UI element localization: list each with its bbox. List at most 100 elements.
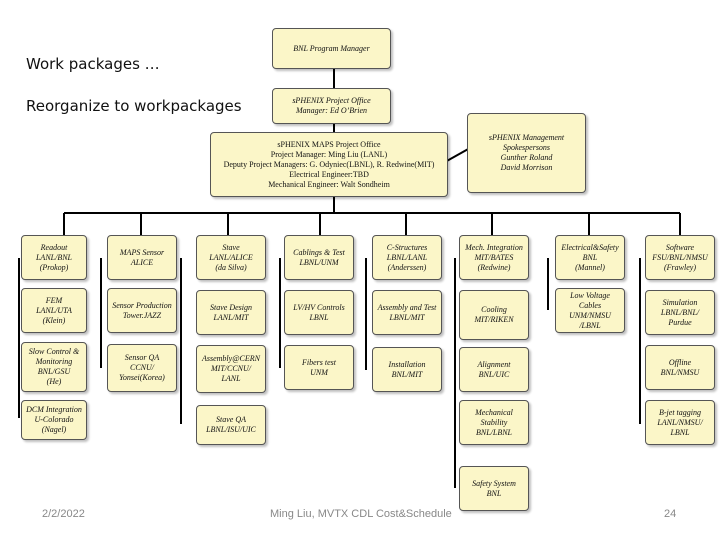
box-line: Cooling (481, 305, 507, 314)
box-line: sPHENIX Management (488, 133, 565, 142)
box-line: Simulation (662, 297, 698, 307)
box-line: sPHENIX Project Office (292, 96, 371, 105)
box-stave: Stave LANL/ALICE (da Silva) (196, 235, 266, 280)
box-line: LBNL (309, 312, 329, 322)
box-line: LBNL/BNL/ (660, 307, 700, 317)
box-line: MIT/BATES (474, 252, 514, 262)
box-line: Sensor QA (124, 353, 160, 362)
box-assembly-test: Assembly and Test LBNL/MIT (372, 290, 442, 335)
box-fibers-test: Fibers test UNM (284, 345, 354, 390)
box-line: Tower.JAZZ (122, 310, 162, 320)
box-line: Spokespersons (502, 143, 551, 152)
box-safety-system: Safety System BNL (459, 466, 529, 511)
box-line: Assembly and Test (377, 302, 437, 312)
box-line: (Nagel) (41, 425, 67, 434)
box-line: (He) (46, 377, 62, 386)
box-line: ALICE (130, 257, 154, 267)
box-line: BNL (582, 252, 598, 262)
box-line: Mechanical (475, 407, 513, 417)
box-readout: Readout LANL/BNL (Prokop) (21, 235, 87, 280)
box-bjet-tagging: B-jet tagging LANL/NMSU/ LBNL (645, 400, 715, 445)
box-line: BNL (486, 488, 502, 498)
box-maps-sensor: MAPS Sensor ALICE (107, 235, 177, 280)
box-assembly-cern: Assembly@CERN MIT/CCNU/ LANL (196, 345, 266, 393)
box-line: B-jet tagging (659, 407, 701, 417)
box-dcm-integration: DCM Integration U-Colorado (Nagel) (21, 400, 87, 440)
box-line: (Mannel) (575, 262, 605, 272)
box-line: C-Structures (386, 242, 428, 252)
box-line: FSU/BNL/NMSU (652, 252, 708, 262)
note-work-packages: Work packages … (26, 55, 160, 73)
box-line: Purdue (668, 317, 692, 327)
box-line: LBNL (670, 427, 690, 437)
box-lv-hv-controls: LV/HV Controls LBNL (284, 290, 354, 335)
box-mechanical-stability: Mechanical Stability BNL/LBNL (459, 400, 529, 445)
box-line: Slow Control & (28, 347, 80, 356)
box-line: BNL/GSU (37, 367, 71, 376)
box-line: LANL/NMSU/ (657, 417, 703, 427)
footer-title: Ming Liu, MVTX CDL Cost&Schedule (270, 508, 452, 520)
box-line: LBNL/MIT (389, 312, 425, 322)
box-line: sPHENIX MAPS Project Office (277, 139, 381, 149)
box-line: LANL (221, 374, 241, 383)
box-line: Electrical Engineer:TBD (289, 169, 369, 179)
box-sphenix-management: sPHENIX Management Spokespersons Gunther… (467, 113, 586, 193)
box-line: BNL/MIT (391, 369, 423, 379)
box-alignment: Alignment BNL/UIC (459, 347, 529, 392)
box-c-structures: C-Structures LBNL/LANL (Anderssen) (372, 235, 442, 280)
box-line: BNL/LBNL (475, 427, 512, 437)
box-stave-qa: Stave QA LBNL/ISU/UIC (196, 405, 266, 445)
box-line: (Redwine) (477, 262, 511, 272)
box-line: MAPS Sensor (119, 247, 165, 257)
box-line: Stave (222, 242, 240, 252)
box-line: BNL/UIC (478, 369, 510, 379)
box-line: Alignment (477, 359, 511, 369)
box-line: (Klein) (42, 315, 66, 325)
box-line: /LBNL (579, 320, 601, 330)
box-slow-control: Slow Control & Monitoring BNL/GSU (He) (21, 342, 87, 392)
box-simulation: Simulation LBNL/BNL/ Purdue (645, 290, 715, 335)
box-line: LANL/BNL (35, 252, 72, 262)
box-line: Electrical&Safety (561, 242, 619, 252)
box-line: Gunther Roland (500, 153, 553, 162)
box-fem: FEM LANL/UTA (Klein) (21, 288, 87, 333)
box-software: Software FSU/BNL/NMSU (Frawley) (645, 235, 715, 280)
box-line: U-Colorado (34, 415, 74, 424)
box-line: UNM/NMSU (569, 310, 611, 320)
box-line: LBNL/LANL (386, 252, 428, 262)
box-cablings-test: Cablings & Test LBNL/UNM (284, 235, 354, 280)
box-electrical-safety: Electrical&Safety BNL (Mannel) (555, 235, 625, 280)
footer-date: 2/2/2022 (42, 508, 85, 520)
box-line: Stability (480, 417, 508, 427)
box-line: Mech. Integration (465, 242, 523, 252)
box-line: BNL/NMSU (660, 367, 700, 377)
box-line: LBNL/UNM (299, 257, 339, 267)
box-line: David Morrison (500, 163, 553, 172)
box-line: Installation (388, 359, 426, 369)
box-line: LANL/ALICE (209, 252, 253, 262)
box-sphenix-project-office: sPHENIX Project Office Manager: Ed O’Bri… (272, 88, 391, 124)
box-line: Yonsei(Korea) (119, 373, 165, 382)
box-line: LANL/MIT (213, 312, 249, 322)
box-line: Low Voltage (570, 290, 610, 300)
box-mech-integration: Mech. Integration MIT/BATES (Redwine) (459, 235, 529, 280)
box-line: Stave Design (210, 302, 252, 312)
box-line: Monitoring (35, 357, 73, 366)
box-line: LV/HV Controls (293, 302, 345, 312)
box-line: CCNU/ (129, 363, 154, 372)
box-cooling: Cooling MIT/RIKEN (459, 290, 529, 340)
box-line: Deputy Project Managers: G. Odyniec(LBNL… (223, 159, 435, 169)
box-line: MIT/CCNU/ (210, 364, 251, 373)
box-line: UNM (310, 367, 328, 377)
footer-page-number: 24 (664, 508, 677, 520)
box-maps-project-office: sPHENIX MAPS Project Office Project Mana… (210, 132, 448, 197)
box-bnl-program-manager: BNL Program Manager (272, 28, 391, 69)
box-sensor-production: Sensor Production Tower.JAZZ (107, 288, 177, 333)
box-line: MIT/RIKEN (474, 315, 514, 324)
box-line: DCM Integration (26, 405, 82, 414)
box-stave-design: Stave Design LANL/MIT (196, 290, 266, 335)
box-low-voltage-cables: Low Voltage Cables UNM/NMSU /LBNL (555, 288, 625, 333)
box-line: Assembly@CERN (201, 354, 261, 363)
box-line: Readout (40, 242, 68, 252)
